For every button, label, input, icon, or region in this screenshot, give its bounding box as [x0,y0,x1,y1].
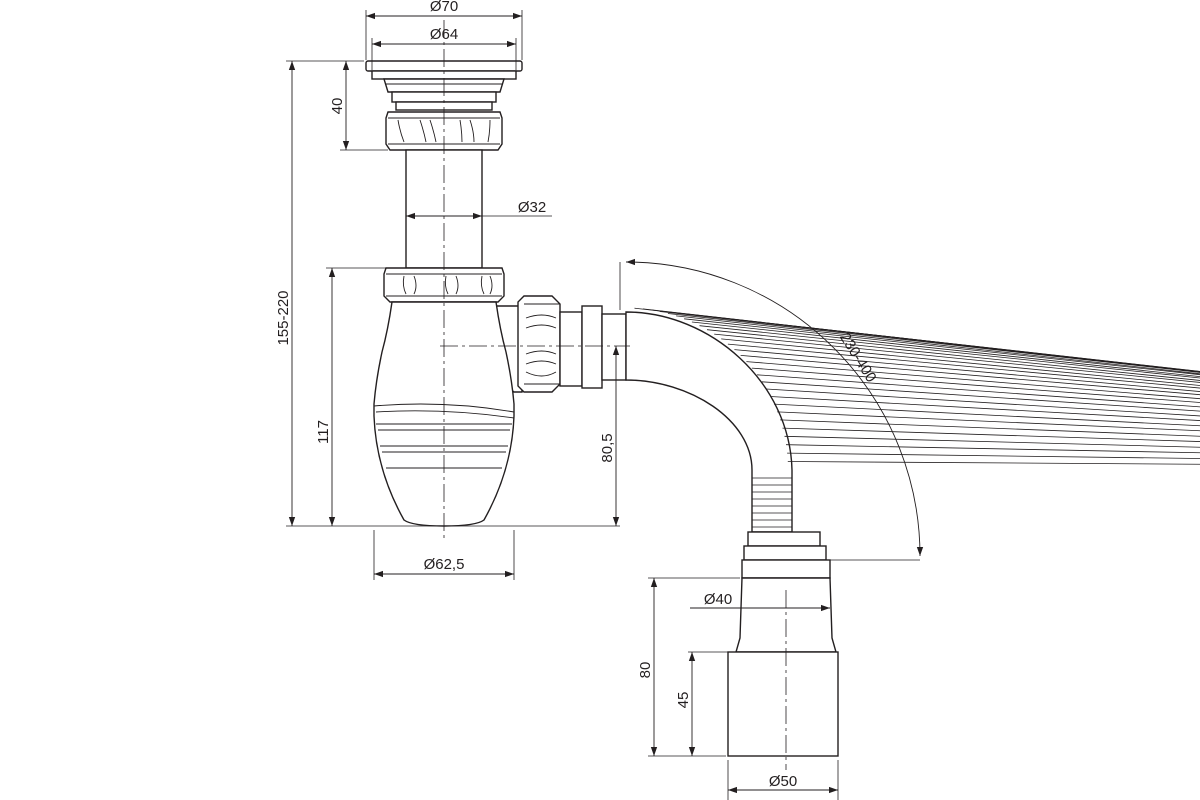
dim-inner-diameter-label: Ø40 [704,591,732,608]
dimension-labels: Ø70 Ø64 40 155-220 117 Ø32 80,5 Ø62,5 23… [275,0,880,790]
hose-rib [751,367,1200,403]
dim-inlet-pipe-label: Ø32 [518,199,546,216]
outlet-nut [517,295,561,393]
outlet-sleeve [727,531,839,757]
dim-total-height-label: 155-220 [275,290,292,345]
dim-sleeve-length-label: 80 [637,662,654,679]
extension-lines [286,10,920,800]
dim-flange-outer-label: Ø70 [430,0,458,15]
dim-bowl-height-label: 117 [315,420,332,444]
dim-outer-diameter-label: Ø50 [769,773,797,790]
dim-flange-inner-label: Ø64 [430,26,458,43]
hose-rib [684,318,1200,376]
hose-rib [787,452,1200,459]
centre-lines [440,20,787,770]
hose-rib [770,396,1200,421]
corrugated-hose [625,307,1200,533]
hose-rib [777,411,1200,432]
dim-socket-length-label: 45 [675,692,692,709]
hose-rib [780,419,1200,437]
hose-rib [699,325,1200,379]
hose-rib [787,461,1200,465]
dimension-lines [288,12,924,794]
dim-outlet-height-label: 80,5 [599,433,616,462]
dim-bowl-diameter-label: Ø62,5 [424,556,465,573]
dim-grate-height-label: 40 [329,98,346,115]
hose-rib [782,427,1200,442]
